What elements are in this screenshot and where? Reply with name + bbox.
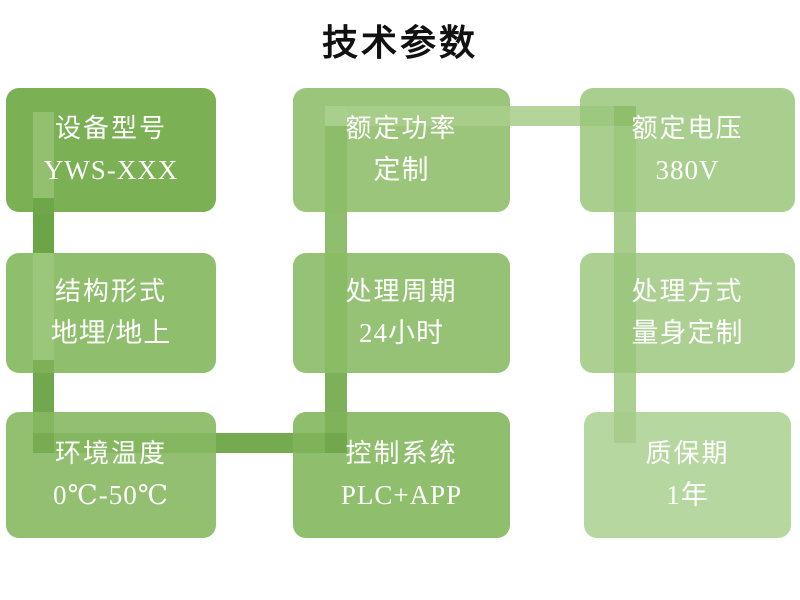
connector-segment: [510, 106, 580, 126]
connector-segment: [325, 253, 347, 373]
connector-segment: [33, 373, 54, 412]
card-value: PLC+APP: [340, 480, 463, 510]
card-value: 量身定制: [631, 318, 744, 348]
connector-segment: [293, 433, 325, 453]
connector-segment: [325, 412, 347, 433]
card-label: 环境温度: [54, 439, 167, 468]
connector-segment: [614, 212, 636, 253]
connector-segment: [325, 126, 347, 214]
connector-segment: [33, 112, 54, 198]
card-label: 额定电压: [631, 114, 744, 143]
card-value: 1年: [666, 480, 709, 510]
card-label: 处理周期: [345, 277, 458, 306]
connector-segment: [614, 126, 636, 212]
connector-segment: [347, 106, 510, 126]
card-value: YWS-XXX: [43, 155, 179, 185]
connector-segment: [580, 106, 614, 126]
card-value: 定制: [373, 155, 430, 185]
connector-segment: [33, 253, 54, 360]
connector-segment: [614, 373, 636, 412]
card-label: 质保期: [645, 439, 730, 468]
card-label: 控制系统: [345, 439, 458, 468]
connector-segment: [33, 198, 54, 214]
card-value: 0℃-50℃: [53, 480, 169, 510]
connector-segment: [216, 433, 293, 453]
connector-elbow: [325, 433, 347, 453]
card-label: 设备型号: [54, 114, 167, 143]
card-treatment-method: 处理方式 量身定制: [580, 253, 795, 373]
card-value: 地埋/地上: [50, 318, 172, 348]
card-label: 处理方式: [631, 277, 744, 306]
card-label: 额定功率: [345, 114, 458, 143]
connector-elbow: [614, 106, 636, 126]
card-value: 24小时: [359, 318, 444, 348]
page-title: 技术参数: [321, 23, 478, 64]
card-label: 结构形式: [54, 277, 167, 306]
connector-segment: [54, 433, 216, 453]
connector-elbow: [33, 433, 54, 453]
connector-elbow: [325, 106, 347, 126]
card-value: 380V: [655, 155, 720, 185]
connector-segment: [33, 412, 54, 433]
connector-segment: [325, 214, 347, 253]
connector-segment: [33, 214, 54, 253]
connector-segment: [614, 253, 636, 373]
connector-segment: [33, 360, 54, 373]
connector-segment: [325, 373, 347, 412]
connector-segment: [614, 412, 636, 443]
